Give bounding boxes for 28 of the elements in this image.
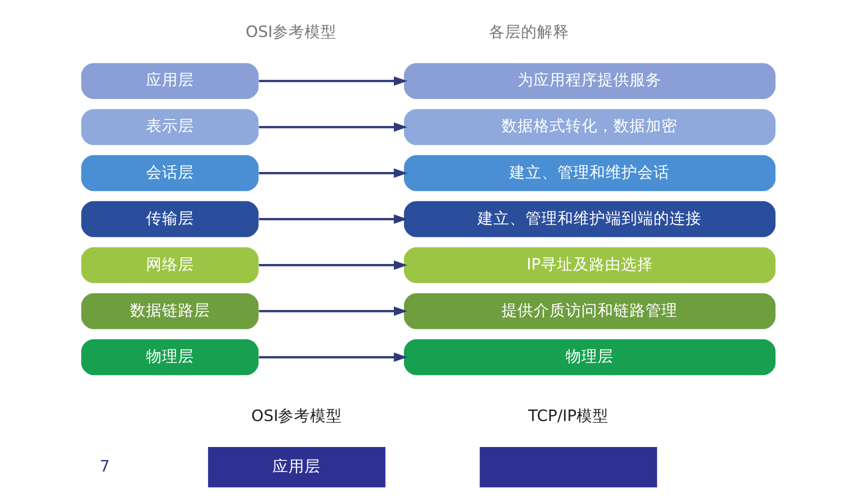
node-box: 提供介质访问和链路管理 bbox=[403, 293, 775, 330]
node-box: 数据格式转化，数据加密 bbox=[403, 109, 775, 146]
node-box: 物理层 bbox=[403, 339, 775, 376]
arrow bbox=[258, 260, 407, 270]
arrow bbox=[258, 168, 407, 178]
node-box: 网络层 bbox=[80, 247, 258, 284]
label: OSI参考模型 bbox=[245, 22, 336, 41]
node-box: 物理层 bbox=[80, 339, 258, 376]
node-box: 建立、管理和维护端到端的连接 bbox=[403, 201, 775, 238]
arrow bbox=[258, 306, 407, 316]
node-box: 建立、管理和维护会话 bbox=[403, 155, 775, 192]
node-box: 应用层 bbox=[208, 447, 385, 488]
node-box: 数据链路层 bbox=[80, 293, 258, 330]
node-box: 会话层 bbox=[80, 155, 258, 192]
label: 各层的解释 bbox=[488, 22, 569, 41]
label: OSI参考模型 bbox=[250, 406, 342, 425]
label: TCP/IP模型 bbox=[528, 406, 608, 425]
label: 7 bbox=[99, 456, 110, 476]
node-box: 为应用程序提供服务 bbox=[403, 63, 775, 100]
node-box bbox=[479, 447, 657, 488]
arrow bbox=[258, 214, 407, 224]
arrow bbox=[258, 76, 407, 86]
arrow bbox=[258, 122, 407, 132]
node-box: 应用层 bbox=[80, 63, 258, 100]
arrow bbox=[258, 352, 407, 362]
node-box: 表示层 bbox=[80, 109, 258, 146]
node-box: IP寻址及路由选择 bbox=[403, 247, 775, 284]
node-box: 传输层 bbox=[80, 201, 258, 238]
